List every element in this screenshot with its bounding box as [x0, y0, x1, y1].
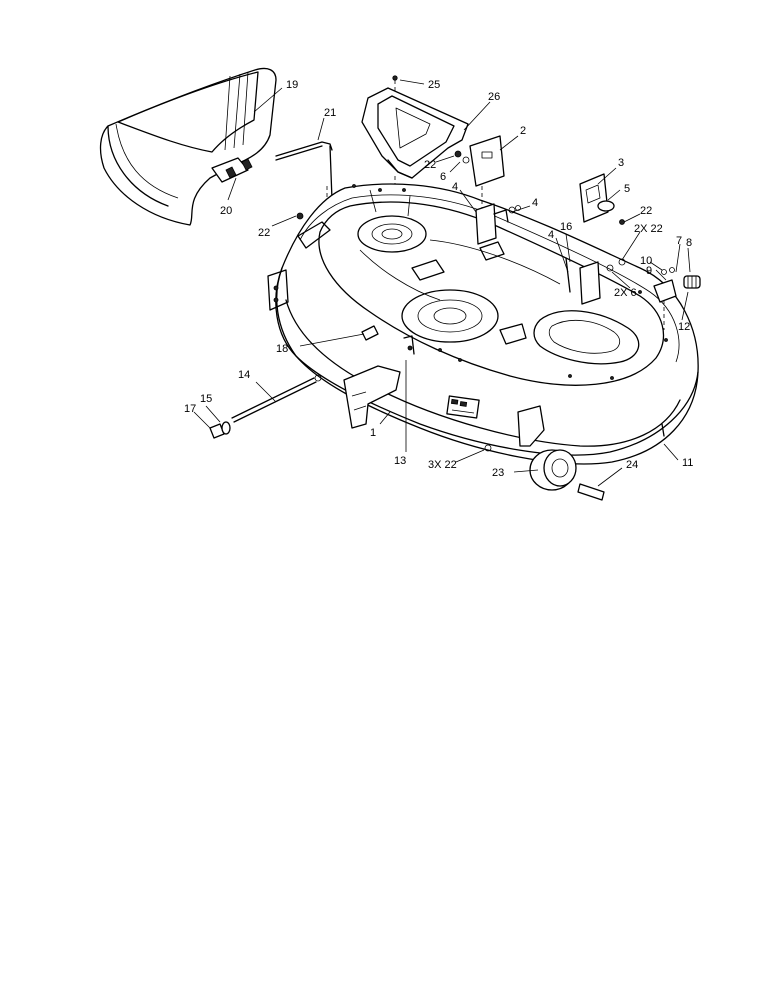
callout-3: 3	[618, 157, 624, 169]
callout-2: 2	[520, 125, 526, 137]
callout-22-left: 22	[258, 227, 270, 239]
callout-18: 18	[276, 343, 288, 355]
callout-4-center: 4	[452, 181, 458, 193]
callout-24: 24	[626, 459, 638, 471]
callout-4-right: 4	[532, 197, 538, 209]
callout-labels: 19 21 20 22 25 26 2 22 6 4 4 3 5 22 16 4…	[184, 79, 693, 479]
callout-11: 11	[682, 457, 693, 469]
callout-9: 9	[646, 265, 652, 277]
callout-17: 17	[184, 403, 196, 415]
callout-21: 21	[324, 107, 336, 119]
callout-22-top: 22	[424, 159, 436, 171]
callout-20: 20	[220, 205, 232, 217]
callout-2x6: 2X 6	[614, 287, 637, 299]
grease-fitting-assembly	[653, 267, 701, 330]
callout-6: 6	[440, 171, 446, 183]
callout-25: 25	[428, 79, 440, 91]
leader-lines	[193, 79, 691, 487]
callout-2x22: 2X 22	[634, 223, 663, 235]
idler-bracket-assembly	[296, 135, 626, 305]
mower-deck-shell	[267, 183, 699, 465]
callout-1: 1	[370, 427, 376, 439]
callout-5: 5	[624, 183, 630, 195]
callout-23: 23	[492, 467, 504, 479]
callout-19: 19	[286, 79, 298, 91]
callout-8: 8	[686, 237, 692, 249]
callout-22-right: 22	[640, 205, 652, 217]
callout-16: 16	[560, 221, 572, 233]
callout-3x22: 3X 22	[428, 459, 457, 471]
callout-15: 15	[200, 393, 212, 405]
callout-12: 12	[678, 321, 690, 333]
callout-13: 13	[394, 455, 406, 467]
discharge-chute	[99, 67, 277, 226]
callout-10: 10	[640, 255, 652, 267]
pivot-pin	[361, 325, 415, 355]
callout-4-lower: 4	[548, 229, 554, 241]
callout-14: 14	[238, 369, 250, 381]
callout-26: 26	[488, 91, 500, 103]
axle-rod	[209, 374, 322, 439]
anti-scalp-wheel	[484, 423, 665, 501]
belt-cover	[361, 75, 469, 215]
callout-7: 7	[676, 235, 682, 247]
